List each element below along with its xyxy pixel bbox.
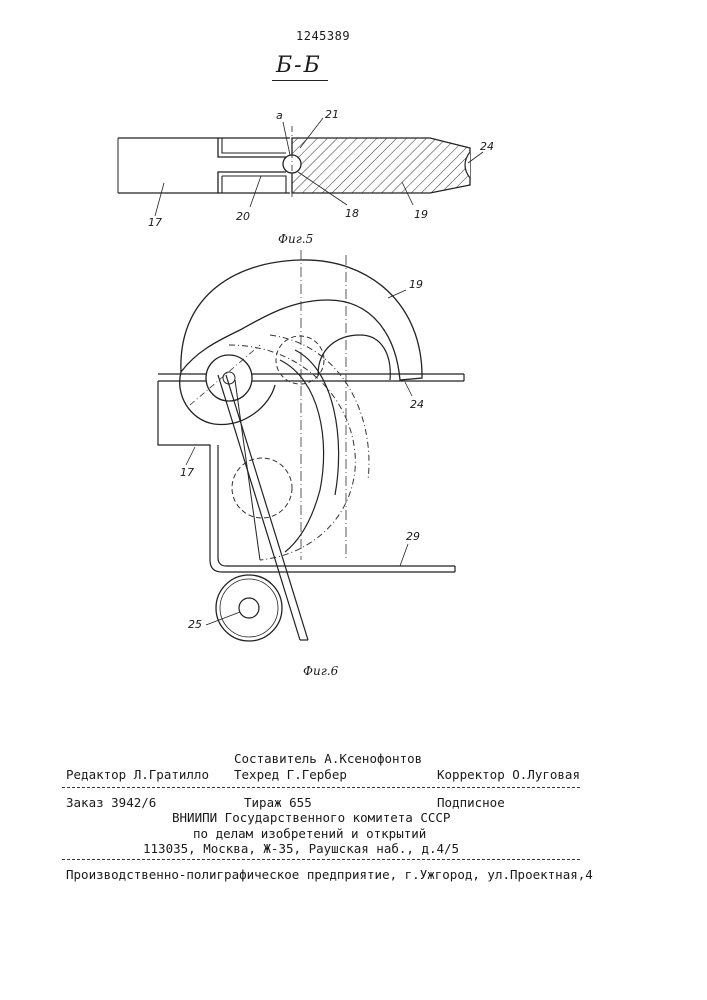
fig6-label-29: 29 bbox=[406, 530, 420, 543]
compiler-credit: Составитель А.Ксенофонтов bbox=[234, 751, 422, 766]
subscription: Подписное bbox=[437, 795, 505, 810]
order-number: Заказ 3942/6 bbox=[66, 795, 156, 810]
circulation: Тираж 655 bbox=[244, 795, 312, 810]
org-line-1: ВНИИПИ Государственного комитета СССР bbox=[172, 810, 450, 825]
techred-credit: Техред Г.Гербер bbox=[234, 767, 347, 782]
fig6-label-19: 19 bbox=[409, 278, 423, 291]
printer-line: Производственно-полиграфическое предприя… bbox=[66, 867, 593, 882]
fig6-caption: Фиг.6 bbox=[303, 664, 338, 678]
footer-rule-2 bbox=[62, 859, 580, 860]
editor-credit: Редактор Л.Гратилло bbox=[66, 767, 209, 782]
org-address: 113035, Москва, Ж-35, Раушская наб., д.4… bbox=[143, 841, 459, 856]
corrector-credit: Корректор О.Луговая bbox=[437, 767, 580, 782]
figure-6-drawing bbox=[0, 0, 707, 700]
fig6-label-17: 17 bbox=[180, 466, 194, 479]
org-line-2: по делам изобретений и открытий bbox=[193, 826, 426, 841]
fig6-label-24: 24 bbox=[410, 398, 424, 411]
footer-rule-1 bbox=[62, 787, 580, 788]
roller-25 bbox=[216, 575, 282, 641]
fig6-label-25: 25 bbox=[188, 618, 202, 631]
